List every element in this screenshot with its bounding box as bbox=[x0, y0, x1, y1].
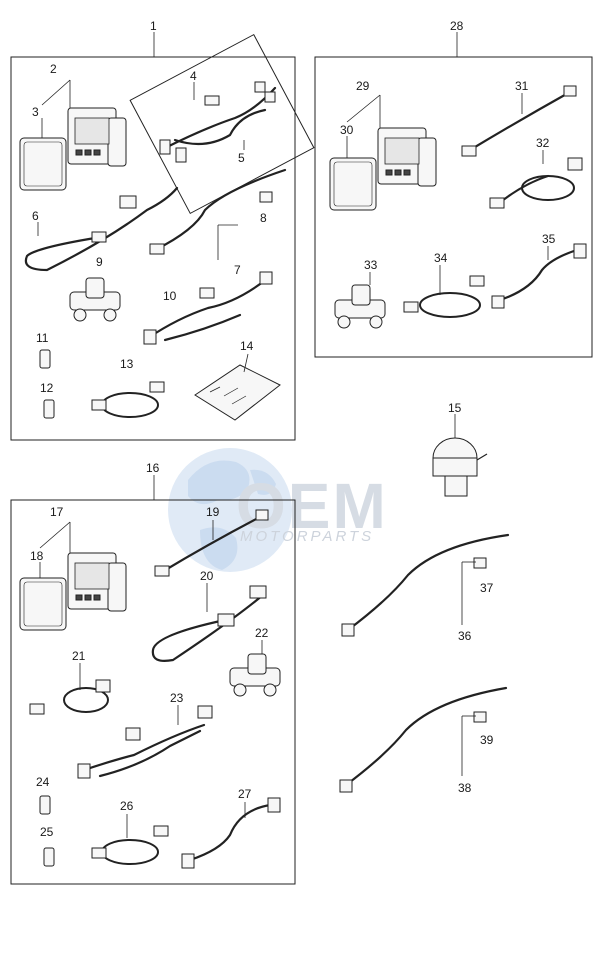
cable-27 bbox=[181, 797, 281, 869]
callout-1: 1 bbox=[150, 19, 157, 33]
callout-5: 5 bbox=[238, 151, 245, 165]
cable-35 bbox=[491, 243, 587, 309]
callout-22: 22 bbox=[255, 626, 269, 640]
callout-19: 19 bbox=[206, 505, 220, 519]
globe-icon bbox=[168, 448, 292, 572]
callout-35: 35 bbox=[542, 232, 556, 246]
cable-13 bbox=[91, 381, 165, 418]
callout-23: 23 bbox=[170, 691, 184, 705]
cable-26 bbox=[91, 825, 169, 865]
t-connector-33 bbox=[334, 284, 386, 329]
callout-20: 20 bbox=[200, 569, 214, 583]
callout-3: 3 bbox=[32, 105, 39, 119]
terminator-25 bbox=[43, 847, 55, 867]
display-unit-17 bbox=[67, 552, 127, 612]
harness-4 bbox=[159, 81, 277, 163]
cable-19 bbox=[154, 509, 269, 577]
harness-kit-box bbox=[129, 33, 315, 215]
callout-24: 24 bbox=[36, 775, 50, 789]
callout-18: 18 bbox=[30, 549, 44, 563]
callout-4: 4 bbox=[190, 69, 197, 83]
watermark-brand: OEM bbox=[236, 470, 388, 542]
callout-32: 32 bbox=[536, 136, 550, 150]
callout-25: 25 bbox=[40, 825, 54, 839]
callout-15: 15 bbox=[448, 401, 462, 415]
callout-34: 34 bbox=[434, 251, 448, 265]
display-unit-2 bbox=[67, 107, 127, 167]
callout-2: 2 bbox=[50, 62, 57, 76]
harness-23 bbox=[77, 705, 213, 779]
cable-38 bbox=[339, 686, 508, 793]
callout-16: 16 bbox=[146, 461, 160, 475]
harness-10 bbox=[143, 271, 273, 345]
group-box-16 bbox=[10, 499, 296, 885]
sun-cover-18 bbox=[19, 577, 67, 631]
cable-21 bbox=[29, 679, 111, 715]
t-connector-22 bbox=[229, 653, 281, 697]
cable-36 bbox=[341, 533, 510, 637]
cable-20 bbox=[151, 585, 267, 662]
callout-8: 8 bbox=[260, 211, 267, 225]
callout-31: 31 bbox=[515, 79, 529, 93]
callout-14: 14 bbox=[240, 339, 254, 353]
sun-cover-30 bbox=[329, 157, 377, 211]
t-connector-9 bbox=[69, 277, 121, 322]
callout-9: 9 bbox=[96, 255, 103, 269]
cable-32 bbox=[489, 157, 583, 209]
terminator-24 bbox=[39, 795, 51, 815]
sun-cover-3 bbox=[19, 137, 67, 191]
callout-29: 29 bbox=[356, 79, 370, 93]
cable-31 bbox=[461, 85, 577, 157]
callout-28: 28 bbox=[450, 19, 464, 33]
callout-12: 12 bbox=[40, 381, 54, 395]
callout-10: 10 bbox=[163, 289, 177, 303]
callout-17: 17 bbox=[50, 505, 64, 519]
callout-39: 39 bbox=[480, 733, 494, 747]
group-box-1 bbox=[10, 56, 296, 441]
callout-33: 33 bbox=[364, 258, 378, 272]
watermark-sub: MOTORPARTS bbox=[240, 528, 374, 545]
callout-21: 21 bbox=[72, 649, 86, 663]
watermark: OEM MOTORPARTS bbox=[168, 448, 388, 572]
callout-38: 38 bbox=[458, 781, 472, 795]
group-box-28 bbox=[314, 56, 593, 358]
cable-6 bbox=[24, 186, 179, 272]
gauge-15 bbox=[432, 437, 488, 497]
cable-34 bbox=[403, 275, 485, 318]
callout-11: 11 bbox=[36, 331, 49, 345]
callout-30: 30 bbox=[340, 123, 354, 137]
callout-13: 13 bbox=[120, 357, 134, 371]
callout-27: 27 bbox=[238, 787, 252, 801]
callout-37: 37 bbox=[480, 581, 494, 595]
terminator-12 bbox=[43, 399, 55, 419]
callout-26: 26 bbox=[120, 799, 134, 813]
hardware-bag-14 bbox=[194, 364, 281, 421]
callout-6: 6 bbox=[32, 209, 39, 223]
cable-7 bbox=[149, 168, 287, 255]
display-unit-29 bbox=[377, 127, 437, 187]
terminator-11 bbox=[39, 349, 51, 369]
callout-7: 7 bbox=[234, 263, 241, 277]
callout-36: 36 bbox=[458, 629, 472, 643]
